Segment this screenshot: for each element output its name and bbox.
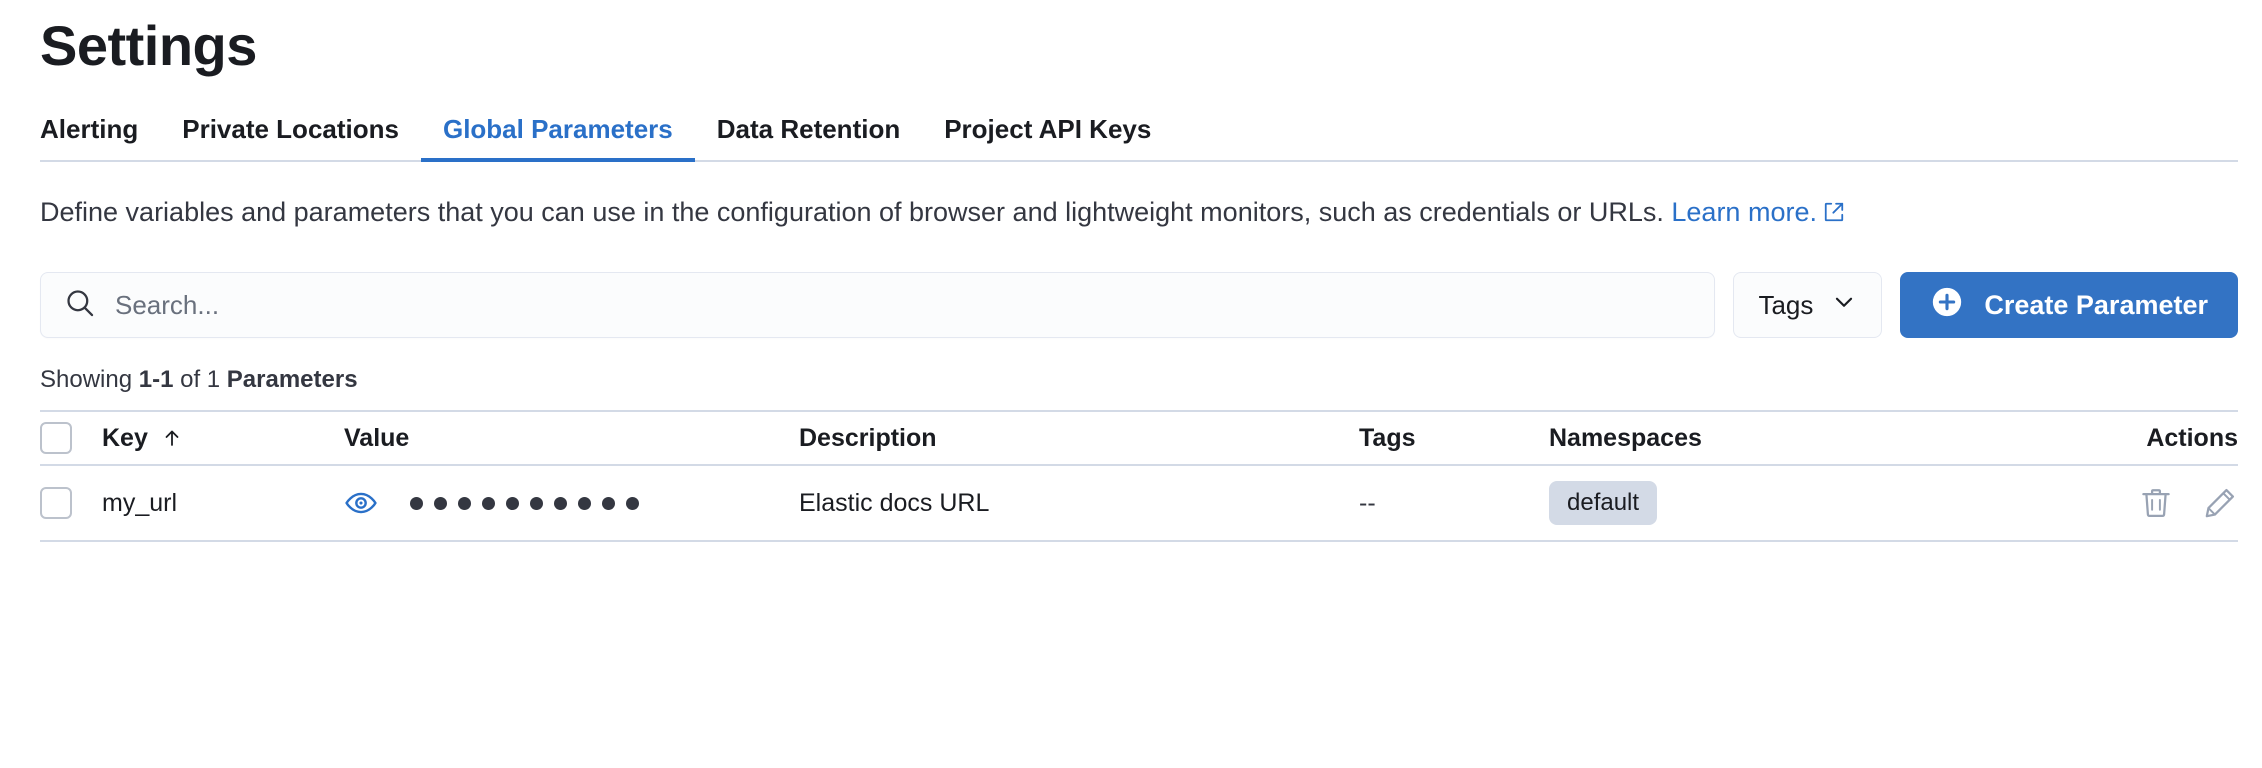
tags-filter-button[interactable]: Tags <box>1733 272 1883 338</box>
results-count: Showing 1-1 of 1 Parameters <box>40 366 2238 394</box>
column-header-actions: Actions <box>2038 424 2238 453</box>
chevron-down-icon <box>1831 289 1857 322</box>
search-input[interactable]: Search... <box>40 272 1716 338</box>
column-header-value-label: Value <box>344 423 410 452</box>
table-header-row: Key Value Description Tags Namespaces Ac… <box>40 410 2238 466</box>
learn-more-link[interactable]: Learn more. <box>1671 197 1845 227</box>
create-parameter-button[interactable]: Create Parameter <box>1900 272 2238 338</box>
controls-row: Search... Tags Create Parameter <box>40 272 2238 338</box>
namespace-badge: default <box>1549 481 1658 525</box>
row-key-cell: my_url <box>102 489 344 518</box>
row-description-cell: Elastic docs URL <box>799 489 1359 518</box>
page-title: Settings <box>40 14 257 77</box>
masked-value <box>410 496 639 510</box>
create-parameter-label: Create Parameter <box>1984 289 2208 320</box>
column-header-tags-label: Tags <box>1359 423 1416 452</box>
tab-list: Alerting Private Locations Global Parame… <box>40 114 2238 162</box>
row-key-label: my_url <box>102 488 178 517</box>
search-placeholder: Search... <box>115 290 220 320</box>
external-link-icon <box>1823 190 1845 238</box>
tab-data-retention[interactable]: Data Retention <box>716 114 901 144</box>
tab-project-api-keys[interactable]: Project API Keys <box>944 114 1152 144</box>
tabs-container: Alerting Private Locations Global Parame… <box>40 114 2238 162</box>
tags-filter-label: Tags <box>1758 289 1814 320</box>
edit-icon[interactable] <box>2202 485 2238 521</box>
select-all-checkbox[interactable] <box>40 422 72 454</box>
column-header-actions-label: Actions <box>2146 423 2238 452</box>
settings-page: Settings Alerting Private Locations Glob… <box>0 14 2262 768</box>
search-icon <box>63 286 97 325</box>
row-namespaces-cell: default <box>1549 481 2038 525</box>
row-value-cell <box>344 486 799 520</box>
column-header-value[interactable]: Value <box>344 424 799 453</box>
column-header-tags[interactable]: Tags <box>1359 424 1549 453</box>
results-middle: of 1 <box>173 366 227 393</box>
row-actions-cell <box>2038 485 2238 521</box>
row-tags-cell: -- <box>1359 489 1549 518</box>
results-noun: Parameters <box>226 366 358 393</box>
parameters-table: Key Value Description Tags Namespaces Ac… <box>40 410 2238 542</box>
arrow-up-icon <box>160 426 184 450</box>
tab-private-locations[interactable]: Private Locations <box>182 114 399 144</box>
select-all-cell <box>40 422 102 454</box>
tab-global-parameters[interactable]: Global Parameters <box>420 114 695 162</box>
column-header-namespaces[interactable]: Namespaces <box>1549 424 2038 453</box>
column-header-namespaces-label: Namespaces <box>1549 423 1702 452</box>
description-text: Define variables and parameters that you… <box>40 188 2238 238</box>
column-header-key[interactable]: Key <box>102 424 344 453</box>
tab-alerting[interactable]: Alerting <box>40 114 139 144</box>
eye-icon[interactable] <box>344 486 378 520</box>
row-description-label: Elastic docs URL <box>799 488 990 517</box>
table-row: my_url Elastic docs URL -- default <box>40 466 2238 542</box>
row-tags-label: -- <box>1359 488 1376 517</box>
column-header-description-label: Description <box>799 423 937 452</box>
delete-icon[interactable] <box>2138 485 2174 521</box>
results-prefix: Showing <box>40 366 139 393</box>
column-header-description[interactable]: Description <box>799 424 1359 453</box>
description-body: Define variables and parameters that you… <box>40 197 1664 227</box>
column-header-key-label: Key <box>102 423 148 452</box>
plus-circle-icon <box>1930 285 1964 326</box>
row-select-cell <box>40 487 102 519</box>
learn-more-label: Learn more. <box>1671 197 1817 227</box>
results-range: 1-1 <box>138 366 174 393</box>
row-select-checkbox[interactable] <box>40 487 72 519</box>
